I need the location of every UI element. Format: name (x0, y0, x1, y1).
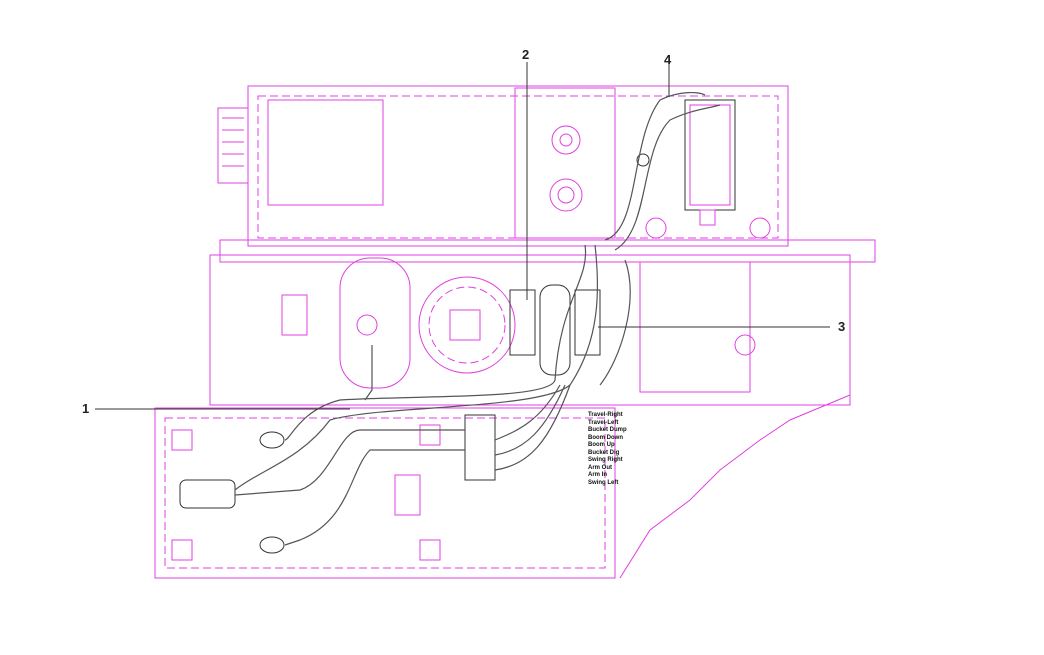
function-label: Travel-Left (588, 419, 619, 426)
function-label: Bucket Dump (588, 427, 627, 433)
callout-1: 1 (82, 401, 90, 416)
control-block (179, 284, 601, 554)
callout-3: 3 (838, 319, 846, 334)
pilot-hoses (234, 92, 721, 546)
function-label: Swing Right (588, 457, 623, 463)
leader-lines (95, 62, 830, 410)
callout-2: 2 (522, 47, 530, 62)
function-label: Boom Down (588, 434, 623, 441)
pilot-pump (636, 99, 736, 226)
upper-frame (217, 85, 789, 247)
callout-4: 4 (664, 52, 672, 67)
function-label: Arm Out (588, 464, 612, 471)
function-label-list: Travel-Right Travel-Left Bucket Dump Boo… (588, 412, 627, 487)
function-label: Arm In (588, 472, 608, 478)
function-label: Boom Up (588, 442, 615, 448)
cab-floor-frame (154, 407, 616, 579)
function-label: Bucket Dig (588, 449, 620, 456)
function-label: Swing Left (588, 479, 619, 486)
function-label: Travel-Right (588, 412, 623, 418)
